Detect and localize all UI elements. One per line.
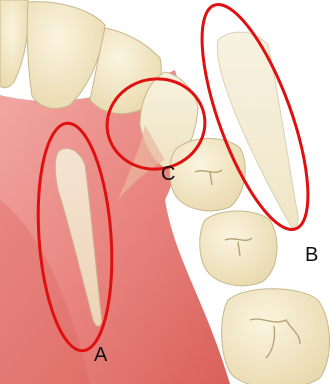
label-b: B [305, 245, 318, 265]
incisor-tooth-1 [0, 0, 28, 88]
label-c: C [161, 164, 175, 184]
label-a: A [94, 345, 107, 365]
premolar-tooth-1 [170, 138, 245, 210]
molar-tooth [222, 289, 330, 384]
